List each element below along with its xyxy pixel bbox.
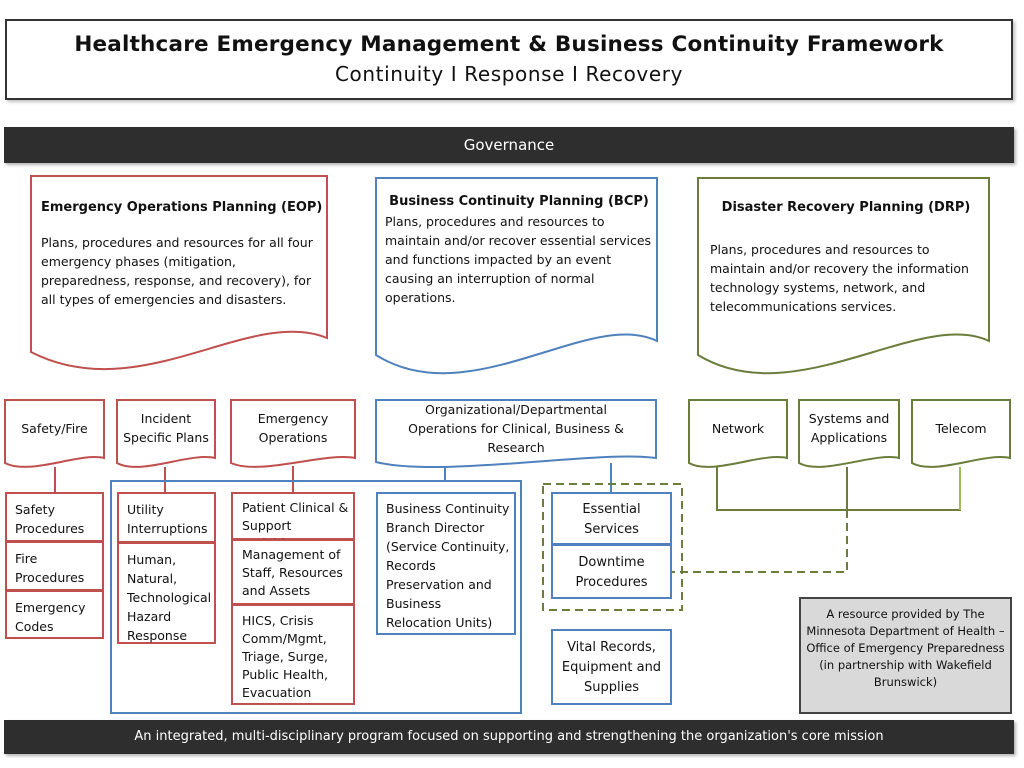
bcp-branch-box: Business Continuity Branch Director (Ser… [376,492,516,635]
downtime-procedures-box: Downtime Procedures [551,544,672,599]
page-title: Healthcare Emergency Management & Busine… [74,32,944,57]
telecom-label: Telecom [935,420,987,436]
utility-interruptions-box: Utility Interruptions [117,492,216,543]
eop-body: Plans, procedures and resources for all … [41,235,313,307]
drp-title: Disaster Recovery Planning (DRP) [721,200,971,215]
emergency-operations-label: Emergency Operations [257,411,329,445]
network-label: Network [711,420,765,436]
eop-title: Emergency Operations Planning (EOP) [41,200,323,215]
eop-text: Emergency Operations Planning (EOP) Plan… [41,200,323,309]
drp-text: Disaster Recovery Planning (DRP) Plans, … [710,200,982,316]
vital-records-box: Vital Records, Equipment and Supplies [551,629,672,705]
safety-procedures-box: Safety Procedures [5,492,104,542]
bcp-title: Business Continuity Planning (BCP) [389,194,649,209]
mission-bar: An integrated, multi-disciplinary progra… [4,720,1014,754]
systems-label: Systems and Applications [808,411,890,445]
page-subtitle: Continuity I Response I Recovery [334,62,684,86]
title-box: Healthcare Emergency Management & Busine… [5,19,1013,100]
emergency-codes-box: Emergency Codes [5,590,104,639]
credit-box: A resource provided by The Minnesota Dep… [799,597,1012,714]
hazard-response-box: Human, Natural, Technological Hazard Res… [117,542,216,644]
management-staff-box: Management of Staff, Resources and Asset… [231,539,355,605]
dashed-connector [672,510,848,573]
patient-clinical-box: Patient Clinical & Support Activities [231,492,355,551]
governance-bar: Governance [4,127,1014,163]
bcp-text: Business Continuity Planning (BCP) Plans… [385,192,653,307]
drp-body: Plans, procedures and resources to maint… [710,242,969,314]
bcp-category-label: Organizational/Departmental Operations f… [408,401,624,455]
connector-drp-tree [716,467,961,511]
safety-fire-label: Safety/Fire [21,420,88,436]
fire-procedures-box: Fire Procedures [5,541,104,591]
incident-plans-label: Incident Specific Plans [123,411,209,445]
essential-services-box: Essential Services [551,492,672,545]
hics-box: HICS, Crisis Comm/Mgmt, Triage, Surge, P… [231,604,355,705]
bcp-body: Plans, procedures and resources to maint… [385,214,652,305]
